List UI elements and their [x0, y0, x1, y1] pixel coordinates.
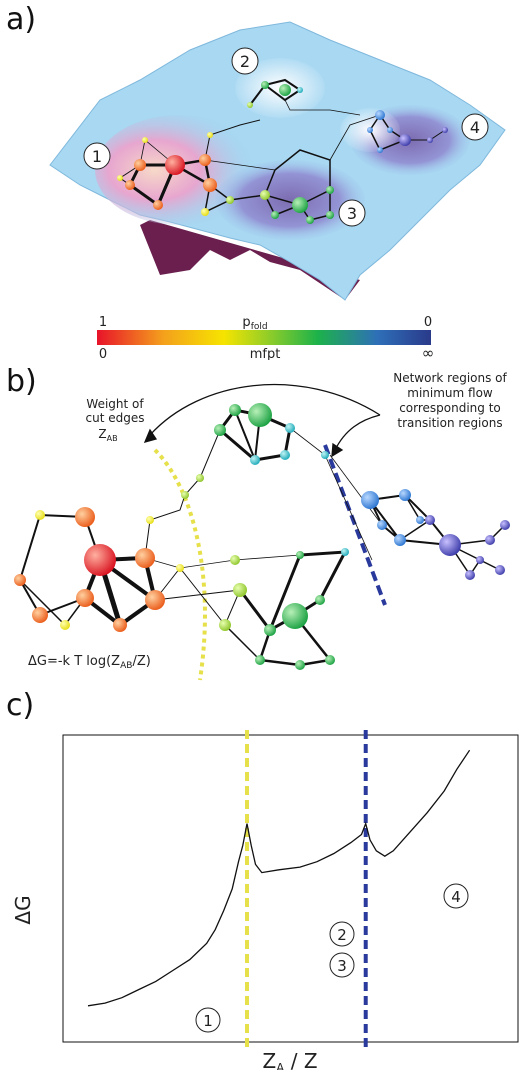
- colorbar-top-label: pfold: [242, 315, 267, 332]
- region-marker-3: 3: [338, 199, 366, 227]
- free-energy-chart: ΔG ZA / Z 1 2 3 4: [11, 730, 519, 1070]
- svg-text:3: 3: [347, 204, 357, 223]
- free-energy-curve: [87, 749, 471, 1007]
- svg-text:3: 3: [337, 957, 347, 975]
- chart-region-4: 4: [443, 883, 469, 909]
- svg-text:1: 1: [92, 147, 102, 166]
- svg-text:2: 2: [337, 926, 347, 944]
- y-axis-label: ΔG: [11, 895, 35, 924]
- deltaG-formula: ΔG=-k T log(ZAB/Z): [28, 654, 151, 671]
- svg-text:0: 0: [424, 315, 432, 330]
- svg-text:cut edges: cut edges: [86, 411, 145, 425]
- svg-text:Network regions of: Network regions of: [393, 371, 507, 385]
- svg-text:minimum flow: minimum flow: [407, 386, 493, 400]
- network-a-nodes: [117, 81, 448, 224]
- network-b-nodes: [14, 403, 510, 670]
- svg-text:mfpt: mfpt: [250, 347, 281, 360]
- svg-text:2: 2: [240, 52, 250, 71]
- landscape-underside: [140, 220, 360, 300]
- svg-text:1: 1: [203, 1012, 213, 1030]
- plot-frame: [62, 734, 519, 1043]
- chart-region-3: 3: [329, 952, 355, 978]
- network-diagram: Weight of cut edges ZAB Network regions …: [14, 371, 510, 681]
- svg-text:ZAB: ZAB: [98, 427, 117, 443]
- svg-text:Weight of: Weight of: [86, 397, 144, 411]
- svg-text:0: 0: [99, 347, 107, 360]
- svg-text:∞: ∞: [422, 344, 435, 360]
- chart-region-2: 2: [329, 921, 355, 947]
- svg-text:4: 4: [470, 118, 480, 137]
- panel-a-label: a): [6, 2, 37, 37]
- panel-b-label: b): [6, 364, 37, 399]
- annotation-network: Network regions of minimum flow correspo…: [393, 371, 507, 430]
- annotation-weight: Weight of cut edges ZAB: [86, 397, 145, 443]
- svg-text:4: 4: [451, 888, 461, 906]
- region-marker-1: 1: [83, 142, 111, 170]
- colorbar: 1 pfold 0 0 mfpt ∞: [97, 315, 434, 360]
- basin-3-shading: [215, 160, 365, 240]
- region-marker-4: 4: [461, 113, 489, 141]
- blue-cut-line: [323, 444, 387, 606]
- svg-text:1: 1: [99, 315, 107, 330]
- chart-region-1: 1: [195, 1007, 221, 1033]
- network-b-edges: [18, 408, 506, 667]
- x-axis-label: ZA / Z: [262, 1049, 317, 1070]
- colorbar-gradient: [97, 330, 431, 345]
- region-marker-2: 2: [231, 47, 259, 75]
- panel-c-label: c): [6, 688, 35, 723]
- svg-text:corresponding to: corresponding to: [399, 401, 501, 415]
- annotation-arrows: [143, 383, 381, 458]
- svg-text:transition regions: transition regions: [397, 416, 502, 430]
- energy-landscape: 1 2 3 4 1 pfold 0 0 mfpt ∞: [49, 21, 506, 360]
